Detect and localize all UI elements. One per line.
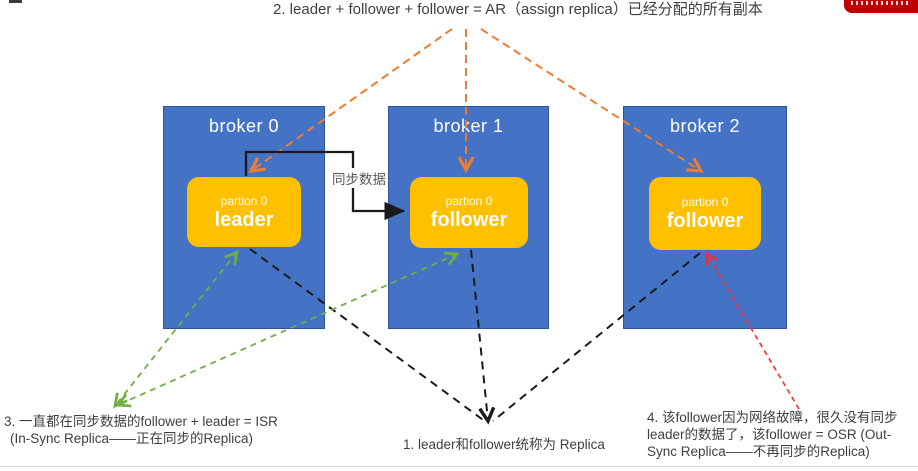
broker-2-box: broker 2 partion 0 follower (623, 106, 787, 329)
broker-2-title: broker 2 (669, 116, 741, 136)
partition-follower-1-box: partion 0 follower (410, 177, 528, 248)
broker-0-title: broker 0 (208, 116, 280, 136)
follower-role-label: follower (430, 209, 508, 231)
osr-annotation-line2: leader的数据了，该follower = OSR (Out- (647, 427, 892, 442)
broker-1-box: broker 1 partion 0 follower (388, 106, 549, 329)
isr-annotation-line1: 3. 一直都在同步数据的follower + leader = ISR (4, 414, 278, 429)
partition-follower-2-box: partion 0 follower (649, 177, 761, 250)
osr-annotation-line1: 4. 该follower因为网络故障，很久没有同步 (647, 410, 898, 425)
watermark-badge (844, 0, 918, 13)
isr-annotation-line2: (In-Sync Replica——正在同步的Replica) (10, 431, 254, 446)
osr-annotation: 4. 该follower因为网络故障，很久没有同步 leader的数据了，该fo… (647, 409, 898, 460)
broker-1-title: broker 1 (433, 116, 504, 136)
replica-annotation: 1. leader和follower统称为 Replica (403, 437, 605, 452)
isr-annotation: 3. 一直都在同步数据的follower + leader = ISR (In-… (4, 413, 278, 447)
sync-data-label: 同步数据 (330, 168, 388, 188)
follower-role-label: follower (666, 210, 744, 232)
cropped-ui-artifact (9, 0, 22, 3)
partition-label: partion 0 (220, 193, 268, 208)
leader-role-label: leader (214, 208, 274, 231)
watermark-text (851, 1, 909, 5)
partition-label: partion 0 (445, 194, 493, 208)
partition-leader-box: partion 0 leader (187, 177, 301, 247)
partition-label: partion 0 (681, 195, 729, 209)
broker-0-box: broker 0 partion 0 leader (163, 106, 325, 329)
ar-annotation: 2. leader + follower + follower = AR（ass… (273, 1, 763, 18)
bottom-divider (0, 466, 918, 467)
osr-annotation-line3: Sync Replica——不再同步的Replica) (647, 444, 870, 459)
